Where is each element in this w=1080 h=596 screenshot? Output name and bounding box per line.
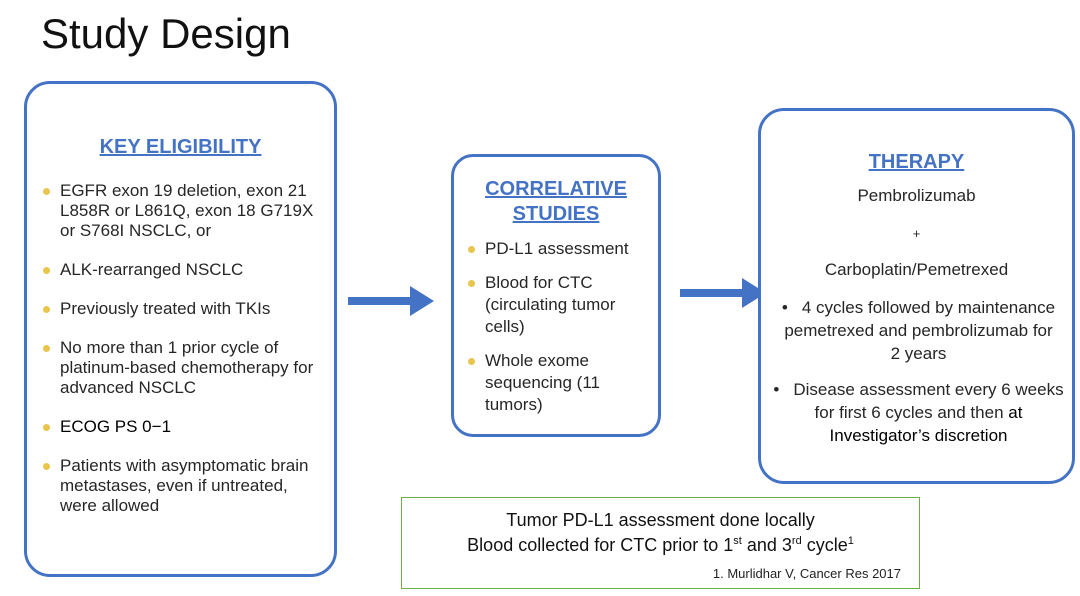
note-superscript-rd: rd	[791, 535, 802, 547]
correlative-studies-heading: CORRELATIVE STUDIES	[454, 177, 658, 227]
bullet-icon	[43, 306, 50, 313]
therapy-point-cycles: •4 cycles followed by maintenance pemetr…	[779, 296, 1058, 365]
key-eligibility-heading: KEY ELIGIBILITY	[99, 136, 262, 158]
arrow-right-icon	[348, 286, 434, 316]
therapy-point-assessment: • Disease assessment every 6 weeks for fi…	[773, 378, 1064, 447]
therapy-box: THERAPY Pembrolizumab + Carboplatin/Peme…	[758, 108, 1075, 484]
eligibility-item-text: ECOG PS 0−1	[60, 417, 172, 436]
correlative-studies-box: CORRELATIVE STUDIES PD-L1 assessment Blo…	[451, 154, 661, 437]
note-line-2: Blood collected for CTC prior to 1st and…	[402, 535, 919, 556]
correlative-item-text: Blood for CTC (circulating tumor cells)	[485, 273, 616, 336]
note-superscript-ref: 1	[847, 535, 854, 547]
key-eligibility-box: KEY ELIGIBILITY EGFR exon 19 deletion, e…	[24, 81, 337, 577]
therapy-point-cycles-text: 4 cycles followed by maintenance pemetre…	[784, 298, 1056, 363]
note-line-2-part-b: and 3	[741, 535, 792, 555]
eligibility-item: Previously treated with TKIs	[43, 299, 328, 319]
therapy-plus-sign: +	[912, 226, 921, 241]
correlative-item-text: PD-L1 assessment	[485, 239, 629, 258]
eligibility-item-text: ALK-rearranged NSCLC	[60, 260, 244, 279]
bullet-icon	[43, 463, 50, 470]
correlative-item: PD-L1 assessment	[468, 238, 653, 260]
bullet-icon	[43, 267, 50, 274]
therapy-point-assessment-text: Disease assessment every 6 weeks for fir…	[793, 380, 1064, 422]
correlative-heading-line2: STUDIES	[512, 203, 600, 225]
note-line-2-part-a: Blood collected for CTC prior to 1	[467, 535, 734, 555]
footnote-box: Tumor PD-L1 assessment done locally Bloo…	[401, 497, 920, 589]
bullet-icon: •	[773, 380, 780, 399]
bullet-icon	[468, 358, 475, 365]
correlative-item-text: Whole exome sequencing (11 tumors)	[485, 351, 600, 414]
correlative-list: PD-L1 assessment Blood for CTC (circulat…	[468, 238, 653, 428]
therapy-drug-pembrolizumab: Pembrolizumab	[857, 186, 976, 205]
eligibility-item: EGFR exon 19 deletion, exon 21 L858R or …	[43, 181, 328, 241]
eligibility-item-text: Previously treated with TKIs	[60, 299, 271, 318]
correlative-item: Whole exome sequencing (11 tumors)	[468, 350, 653, 416]
bullet-icon	[43, 345, 50, 352]
eligibility-item: No more than 1 prior cycle of platinum-b…	[43, 338, 328, 398]
therapy-point-assessment-end: at Investigator’s discretion	[829, 403, 1023, 445]
eligibility-item: Patients with asymptomatic brain metasta…	[43, 456, 328, 516]
eligibility-list: EGFR exon 19 deletion, exon 21 L858R or …	[43, 181, 328, 535]
page-title: Study Design	[41, 10, 291, 57]
bullet-icon	[468, 280, 475, 287]
arrow-right-icon	[680, 278, 766, 308]
bullet-icon	[43, 188, 50, 195]
eligibility-item: ECOG PS 0−1	[43, 417, 328, 437]
bullet-icon: •	[781, 298, 788, 317]
correlative-heading-line1: CORRELATIVE	[485, 178, 627, 200]
correlative-item: Blood for CTC (circulating tumor cells)	[468, 272, 653, 338]
therapy-drug-carboplatin: Carboplatin/Pemetrexed	[824, 260, 1009, 279]
eligibility-item-text: No more than 1 prior cycle of platinum-b…	[60, 338, 314, 397]
note-superscript-st: st	[733, 535, 742, 547]
note-line-2-part-c: cycle	[801, 535, 848, 555]
note-line-1: Tumor PD-L1 assessment done locally	[506, 510, 815, 530]
eligibility-item-text: Patients with asymptomatic brain metasta…	[60, 456, 309, 515]
bullet-icon	[43, 424, 50, 431]
bullet-icon	[468, 246, 475, 253]
therapy-heading: THERAPY	[868, 151, 965, 173]
reference-citation: 1. Murlidhar V, Cancer Res 2017	[712, 566, 901, 581]
eligibility-item-text: EGFR exon 19 deletion, exon 21 L858R or …	[60, 181, 314, 240]
eligibility-item: ALK-rearranged NSCLC	[43, 260, 328, 280]
